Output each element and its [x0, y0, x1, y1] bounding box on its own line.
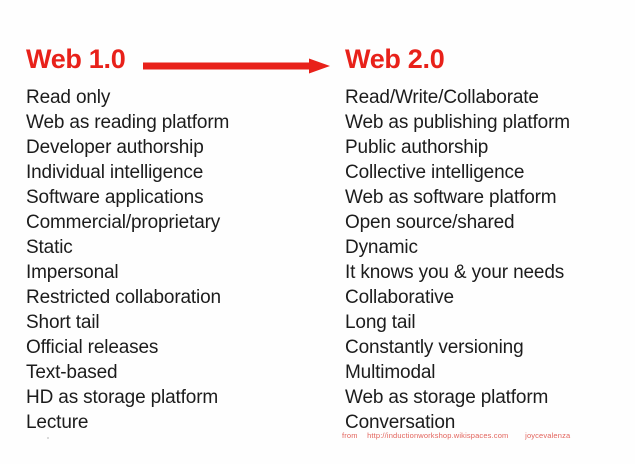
list-item: Static: [26, 237, 73, 258]
list-item: Text-based: [26, 362, 118, 383]
web-2-0-column: Web 2.0 Read/Write/Collaborate Web as pu…: [330, 0, 635, 464]
list-item: Conversation: [345, 412, 456, 433]
scan-artifact-speck: [47, 437, 49, 439]
list-item: Developer authorship: [26, 137, 204, 158]
list-item: Lecture: [26, 412, 89, 433]
list-item: Web as reading platform: [26, 112, 230, 133]
list-item: Dynamic: [345, 237, 418, 258]
attribution-prefix: from: [342, 431, 358, 440]
web-2-0-list: Read/Write/Collaborate Web as publishing…: [345, 85, 635, 435]
list-item: Read/Write/Collaborate: [345, 87, 539, 108]
web-2-0-heading: Web 2.0: [345, 44, 445, 74]
list-item: Collaborative: [345, 287, 454, 308]
list-item: Long tail: [345, 312, 416, 333]
list-item: Restricted collaboration: [26, 287, 221, 308]
list-item: Web as software platform: [345, 187, 557, 208]
web-1-0-list: Read only Web as reading platform Develo…: [26, 85, 326, 435]
list-item: Read only: [26, 87, 111, 108]
list-item: Multimodal: [345, 362, 436, 383]
list-item: Open source/shared: [345, 212, 515, 233]
list-item: Constantly versioning: [345, 337, 524, 358]
attribution-author: joycevalenza: [525, 431, 571, 440]
list-item: HD as storage platform: [26, 387, 219, 408]
list-item: Web as publishing platform: [345, 112, 570, 133]
web-1-0-heading: Web 1.0: [26, 44, 126, 74]
list-item: Impersonal: [26, 262, 119, 283]
attribution-url: http://inductionworkshop.wikispaces.com: [367, 431, 509, 440]
list-item: Individual intelligence: [26, 162, 204, 183]
list-item: Short tail: [26, 312, 100, 333]
list-item: It knows you & your needs: [345, 262, 565, 283]
list-item: Public authorship: [345, 137, 489, 158]
attribution-credit: from http://inductionworkshop.wikispaces…: [342, 431, 570, 441]
list-item: Web as storage platform: [345, 387, 549, 408]
list-item: Commercial/proprietary: [26, 212, 221, 233]
list-item: Software applications: [26, 187, 204, 208]
list-item: Collective intelligence: [345, 162, 525, 183]
list-item: Official releases: [26, 337, 159, 358]
web-1-0-column: Web 1.0 Read only Web as reading platfor…: [26, 44, 326, 435]
